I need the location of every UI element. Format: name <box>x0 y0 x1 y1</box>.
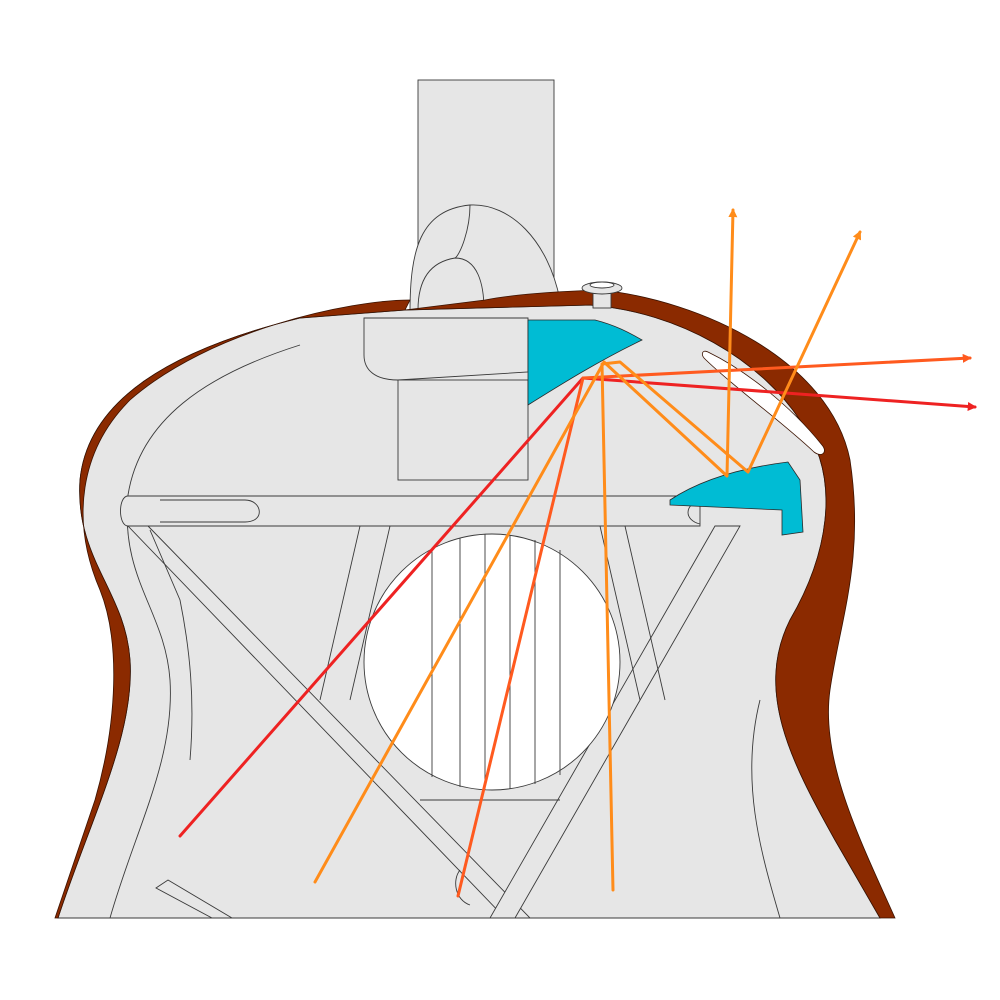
ray-2 <box>456 353 972 898</box>
transverse-brace <box>120 495 701 527</box>
sound-rays <box>178 208 977 898</box>
guitar-neck <box>409 79 561 321</box>
upper-reflector-icon <box>527 319 643 406</box>
soundhole-icon <box>363 533 621 791</box>
x-brace-right <box>489 525 741 918</box>
brace-bar-bottom <box>155 879 234 918</box>
neck-block-lower <box>397 379 529 481</box>
strap-button-icon <box>581 281 623 309</box>
lower-reflector-icon <box>669 461 804 536</box>
ray-3 <box>313 208 738 884</box>
side-port-icon <box>702 350 825 455</box>
ray-4 <box>600 230 862 892</box>
neck-block <box>363 317 529 381</box>
x-brace-left <box>126 525 532 918</box>
